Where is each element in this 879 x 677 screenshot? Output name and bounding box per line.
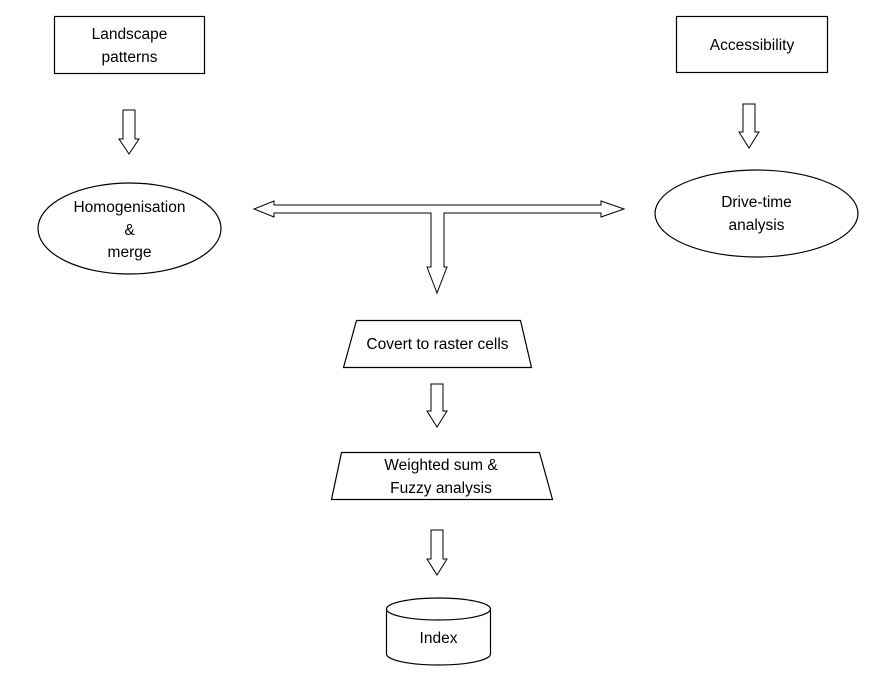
drive-time-label-line2: analysis [729, 217, 785, 234]
drive-time-label-line1: Drive-time [721, 194, 792, 211]
accessibility-node: Accessibility [675, 15, 829, 74]
accessibility-label: Accessibility [710, 37, 795, 54]
down-arrow-raster [426, 383, 448, 428]
covert-to-raster-node: Covert to raster cells [342, 319, 533, 369]
weighted-sum-label-line1: Weighted sum & [384, 457, 498, 474]
weighted-sum-label-line2: Fuzzy analysis [390, 480, 492, 497]
weighted-sum-shape [330, 451, 554, 501]
index-cylinder-top [385, 597, 492, 621]
index-cylinder-body [385, 609, 492, 666]
index-node: Index [385, 597, 492, 666]
down-arrow-accessibility [738, 103, 760, 149]
landscape-patterns-box [53, 15, 206, 75]
landscape-patterns-label-line2: patterns [101, 49, 157, 66]
landscape-patterns-label-line1: Landscape [92, 26, 168, 43]
homogenisation-merge-node: Homogenisation & merge [37, 182, 222, 275]
landscape-patterns-node: Landscape patterns [53, 15, 206, 75]
merge-connector-arrow [252, 200, 626, 295]
down-arrow-landscape [118, 109, 140, 155]
homogenisation-label-line3: merge [108, 244, 152, 261]
drive-time-analysis-node: Drive-time analysis [654, 169, 859, 258]
down-arrow-weighted [426, 529, 448, 576]
homogenisation-merge-ellipse [37, 182, 222, 275]
weighted-sum-node: Weighted sum & Fuzzy analysis [330, 451, 554, 501]
index-label: Index [420, 630, 458, 647]
covert-to-raster-label: Covert to raster cells [366, 336, 508, 353]
covert-to-raster-shape [342, 319, 533, 369]
drive-time-analysis-ellipse [654, 169, 859, 258]
accessibility-box [675, 15, 829, 74]
homogenisation-label-line2: & [124, 222, 135, 239]
homogenisation-label-line1: Homogenisation [73, 199, 185, 216]
